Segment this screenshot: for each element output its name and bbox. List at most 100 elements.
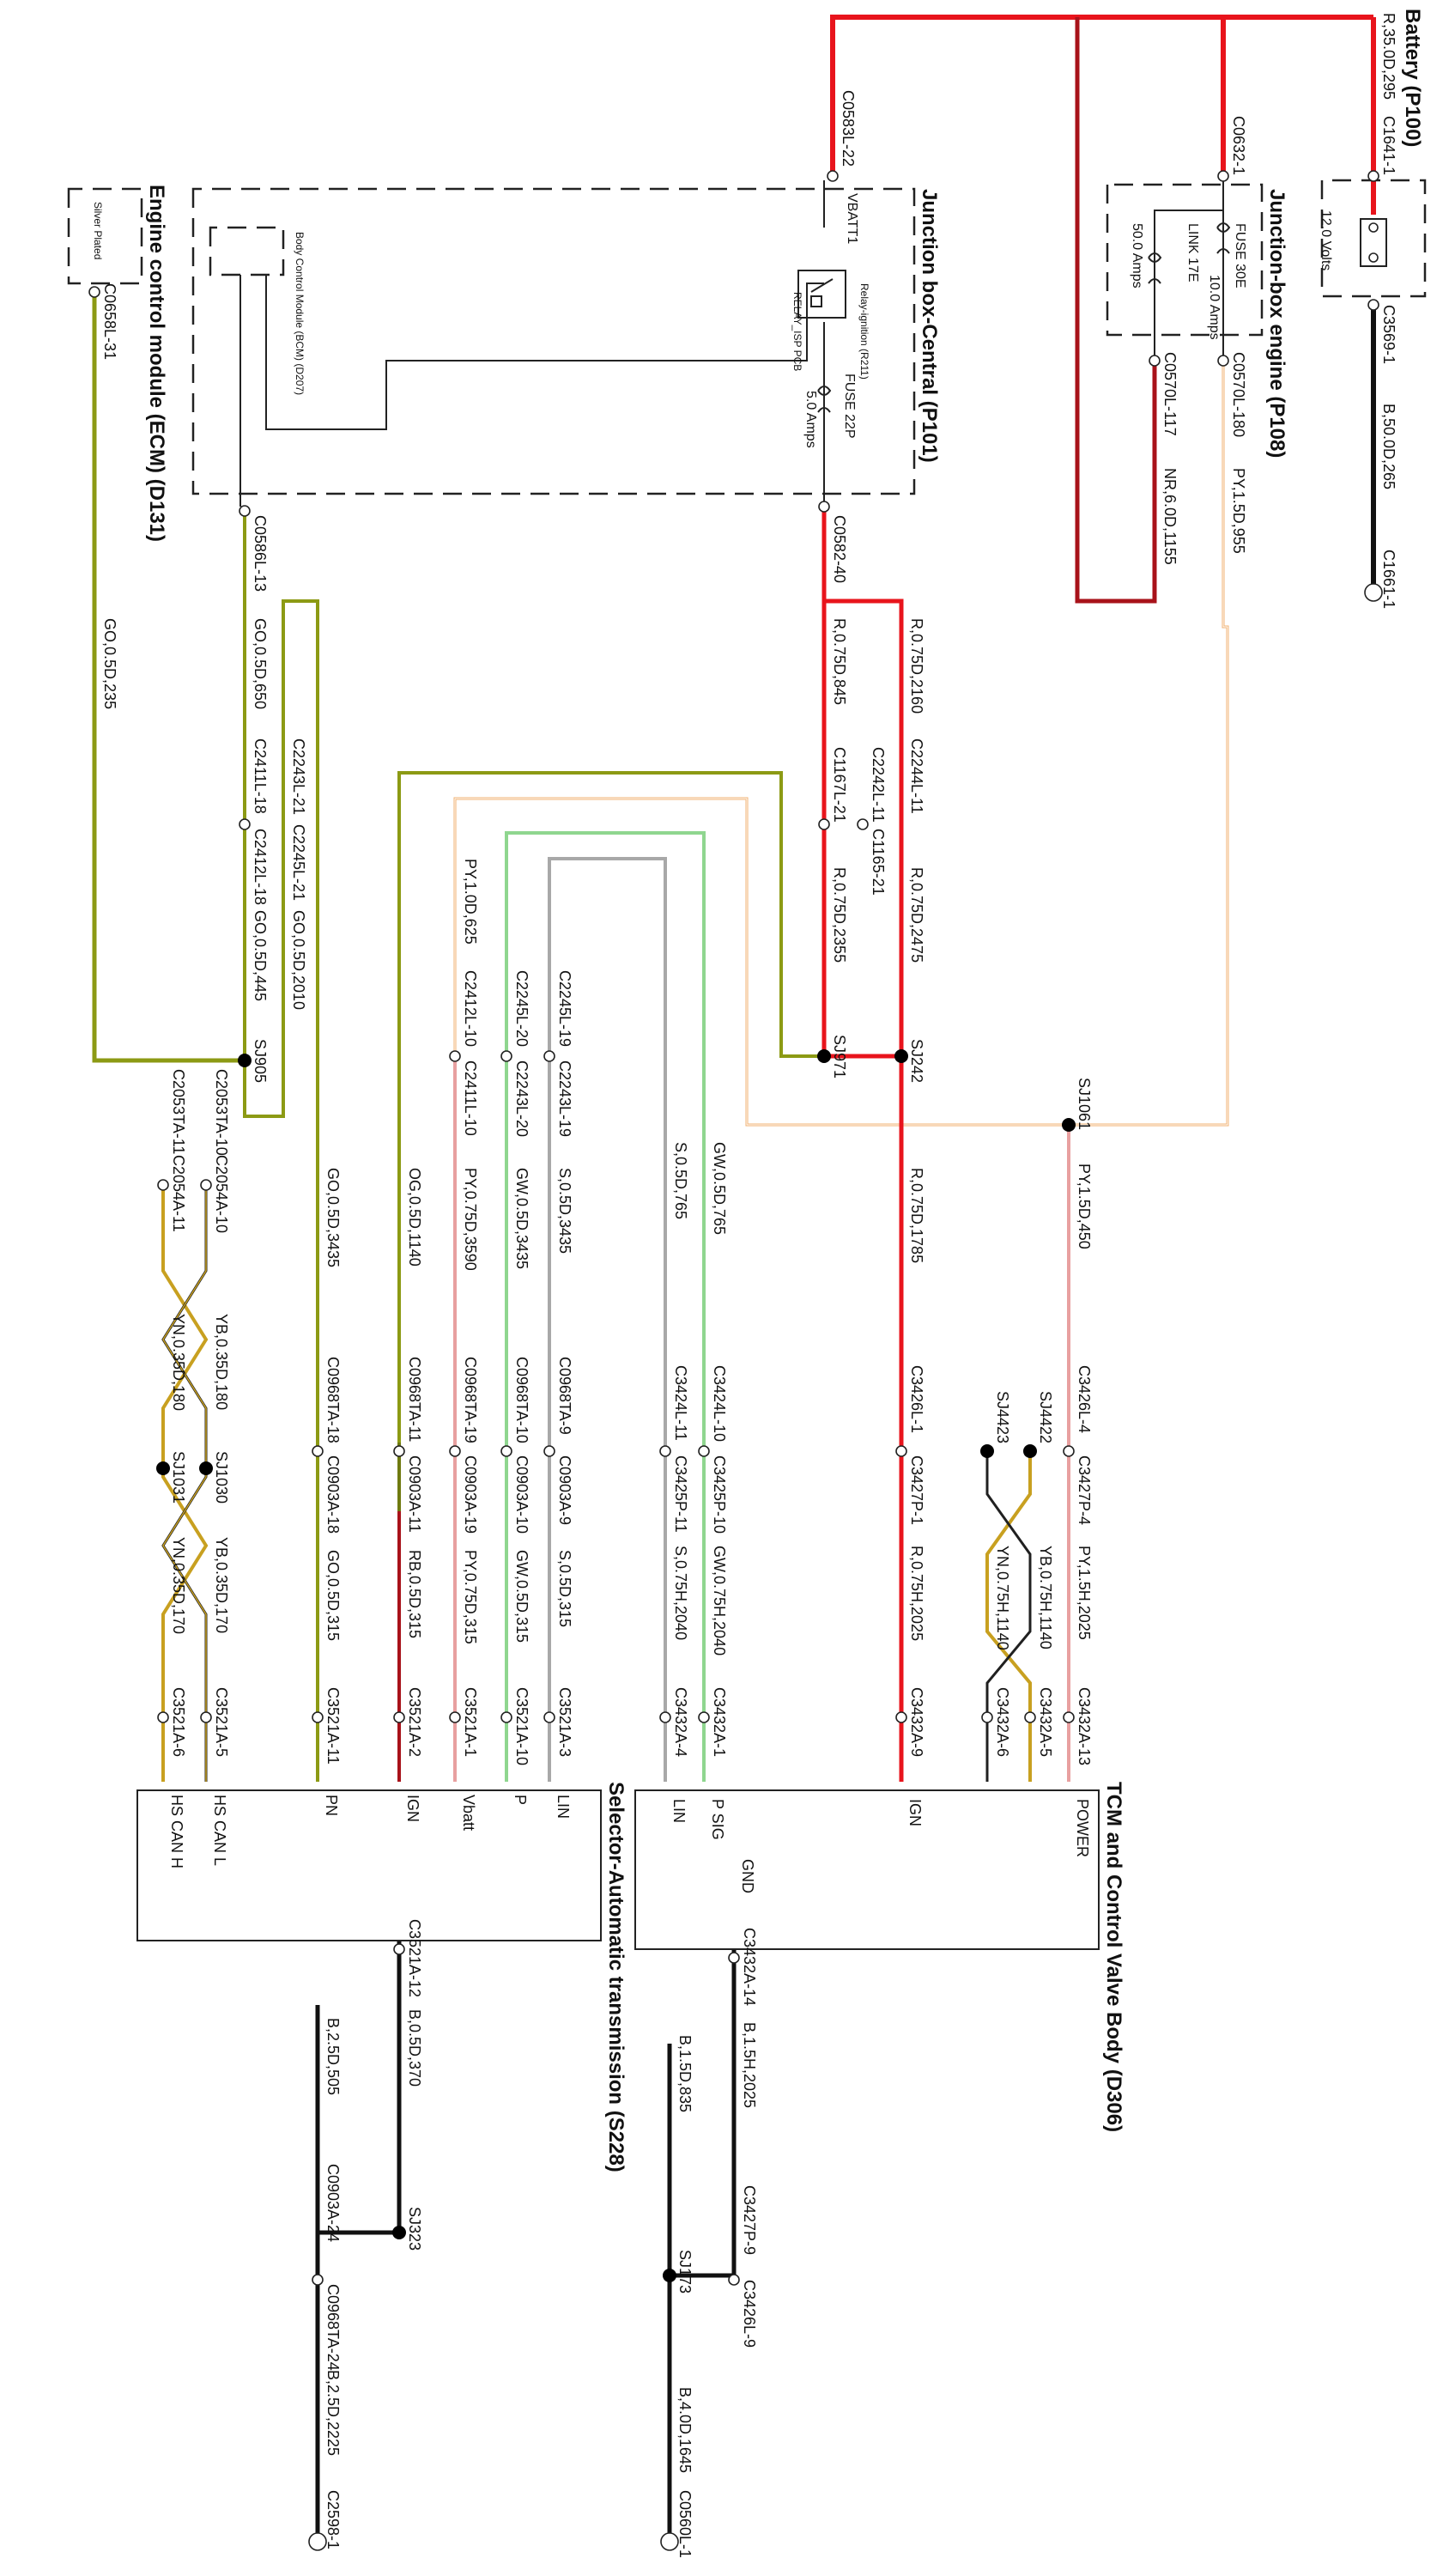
wire-b-1645 [667,1949,737,2537]
label-c2243l-21: C2243L-21 [290,738,307,815]
label-c3432a-13: C3432A-13 [1076,1687,1093,1765]
label-c3427p-4: C3427P-4 [1076,1455,1093,1525]
battery-rating: 12.0 Volts [1319,210,1333,270]
jb-engine-outline [1106,183,1264,337]
fuse-22p-icon [817,386,832,413]
label-c0968ta-10: C0968TA-10 [513,1357,530,1443]
battery-outline [1320,179,1427,298]
terminal-c3425p-11 [659,1445,671,1457]
label-r-2475: R,0.75D,2475 [908,867,925,963]
can-twisted-pair-tcm [985,1451,1032,1782]
fuse-30e-rating: 10.0 Amps [1207,275,1222,340]
label-c2243l-19: C2243L-19 [556,1060,573,1137]
terminal-c2411l-18 [239,818,251,830]
label-c2411l-10: C2411L-10 [462,1060,479,1136]
terminal-c1165 [857,818,869,830]
splice-sj1031 [156,1461,170,1475]
label-c3521a-2: C3521A-2 [406,1687,423,1757]
tcm-pin-gnd: GND [739,1859,756,1893]
ecm-outline [67,187,143,285]
label-sj1031: SJ1031 [170,1451,187,1504]
label-c0658l: C0658L-31 [101,283,118,360]
ecm-title: Engine control module (ECM) (D131) [145,185,168,542]
labels: Battery (P100) 12.0 Volts Junction-box e… [92,9,1424,2558]
label-c3432a-9: C3432A-9 [908,1687,925,1757]
splice-sj4423 [980,1444,994,1458]
label-c0582: C0582-40 [831,515,848,583]
label-c1661: C1661-1 [1380,550,1397,609]
terminal-c0570l-117 [1149,355,1161,367]
jb-central-outline [191,187,916,495]
terminal-c3432a-1 [698,1711,710,1723]
label-c0968ta-24: C0968TA-24 [324,2284,342,2371]
fuse-22p-rating: 5.0 Amps [803,391,818,448]
label-c2054a-11: C2054A-11 [170,1155,187,1232]
label-py-955: PY,1.5D,955 [1230,468,1247,554]
label-b-835: B,1.5D,835 [676,2035,694,2112]
bcm-label: Body Control Module (BCM) (D207) [294,232,306,395]
selector-pin-hs-can-h: HS CAN H [168,1795,185,1868]
label-yn-1140: YN,0.75H,1140 [994,1546,1011,1650]
label-r-845: R,0.75D,845 [831,618,848,705]
splice-sj323 [392,2226,406,2239]
terminal-c3432a-14 [728,1952,740,1964]
terminal-c3427p-4 [1063,1445,1075,1457]
terminal-c1167l [818,818,830,830]
tcm-pin-p-sig: P SIG [709,1799,726,1840]
terminal-c2054a-10 [200,1179,212,1191]
wire-nr-1155 [1075,17,1157,604]
battery-terminal-neg [1368,252,1379,263]
terminal-c3521a-2 [393,1711,405,1723]
label-r-2160: R,0.75D,2160 [908,618,925,714]
label-c0570l-180: C0570L-180 [1230,352,1247,437]
label-go-650: GO,0.5D,650 [252,618,269,709]
relay-switch-icon [810,278,834,307]
label-c3432a-4: C3432A-4 [672,1687,689,1757]
label-c0583l: C0583L-22 [840,90,857,167]
label-c0586l: C0586L-13 [252,515,269,592]
splice-sj1030 [199,1461,213,1475]
label-c3521a-11: C3521A-11 [324,1687,342,1765]
splice-sj242 [894,1049,908,1063]
tcm-box [634,1789,1100,1950]
selector-pin-lin: LIN [555,1795,572,1819]
selector-title: Selector-Automatic transmission (S228) [604,1782,627,2172]
label-sj1030: SJ1030 [213,1451,230,1504]
label-gw-315: GW,0.5D,315 [513,1550,530,1643]
terminal-c3521a-12 [393,1943,405,1955]
splice-sj971 [817,1049,831,1063]
label-sj323: SJ323 [406,2207,423,2251]
terminal-c0560l [660,2532,679,2551]
wire-s-765 [548,857,667,1782]
label-c3432a-14: C3432A-14 [741,1928,758,2006]
label-c0903a-18: C0903A-18 [324,1455,342,1534]
label-c2243l-20: C2243L-20 [513,1060,530,1137]
battery-cell [1360,218,1387,267]
label-b-505: B,2.5D,505 [324,2018,342,2095]
terminal-c0903a-19 [449,1445,461,1457]
label-c3521a-1: C3521A-1 [462,1687,479,1757]
label-c0968ta-9: C0968TA-9 [556,1357,573,1435]
label-s-765: S,0.5D,765 [672,1142,689,1219]
selector-pin-hs-can-l: HS CAN L [211,1795,228,1866]
terminal-c2412l-10 [449,1050,461,1062]
selector-box [136,1789,602,1941]
label-c3521a-3: C3521A-3 [556,1687,573,1757]
label-sj905: SJ905 [252,1039,269,1083]
label-c0903a-9: C0903A-9 [556,1455,573,1525]
selector-pin-p: P [512,1795,529,1805]
label-r-1785: R,0.75D,1785 [908,1168,925,1263]
terminal-c2598 [308,2532,327,2551]
label-c3426l-9: C3426L-9 [741,2280,758,2348]
label-c2412l-18: C2412L-18 [252,829,269,905]
label-c0570l-117: C0570L-117 [1161,352,1179,436]
terminal-c0582 [818,501,830,513]
label-s-2040: S,0.75H,2040 [672,1546,689,1640]
terminal-c3432a-6 [981,1711,993,1723]
wire-go-235 [92,292,245,1063]
label-c3521a-6: C3521A-6 [170,1687,187,1757]
terminal-c3521a-3 [543,1711,555,1723]
label-bat-neg-wire: B,50.0D,265 [1380,404,1397,489]
label-c2245l-21: C2245L-21 [290,824,307,901]
terminal-c1641 [1367,170,1379,182]
